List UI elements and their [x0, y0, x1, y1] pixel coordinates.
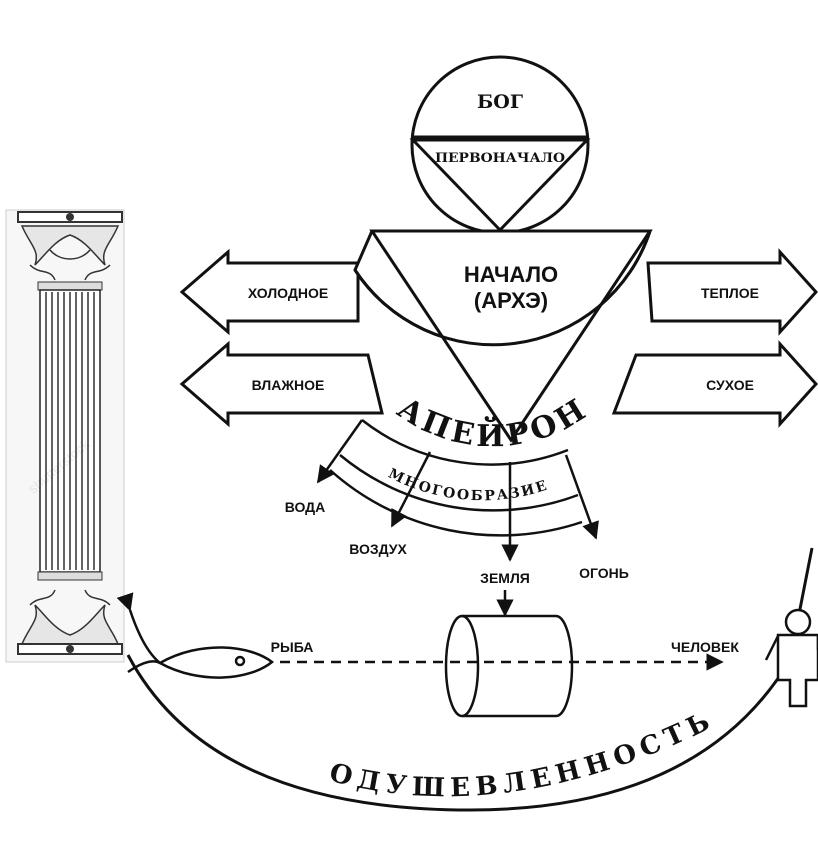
greek-column-illustration [5, 209, 125, 663]
apeiron-shape [353, 229, 653, 443]
cylinder-shape [444, 614, 574, 718]
arrow-dry [611, 340, 818, 428]
warm-label: ТЕПЛОЕ [701, 285, 759, 301]
god-circle [409, 55, 591, 235]
diversity-band [329, 419, 583, 537]
earth-label: ЗЕМЛЯ [480, 570, 530, 586]
arrow-to-air [390, 451, 432, 528]
arrow-to-fire [564, 454, 599, 540]
arrow-warm [646, 248, 818, 336]
fire-label: ОГОНЬ [579, 565, 629, 581]
arrow-cold [179, 248, 360, 336]
beginning-label-line2: (АРХЭ) [474, 288, 548, 313]
arrow-to-water [316, 419, 364, 484]
beginning-label-line1: НАЧАЛО [464, 262, 558, 287]
human-label: ЧЕЛОВЕК [671, 639, 739, 655]
wet-label: ВЛАЖНОЕ [252, 377, 325, 393]
first-principle-label: ПЕРВОНАЧАЛО [435, 151, 565, 166]
cold-label: ХОЛОДНОЕ [248, 285, 328, 301]
fish-icon [116, 592, 275, 679]
animation-arc [126, 547, 814, 812]
element-arrows [316, 419, 599, 562]
air-label: ВОЗДУХ [349, 541, 407, 557]
human-icon [764, 608, 818, 708]
god-label: БОГ [477, 91, 523, 113]
water-label: ВОДА [285, 499, 326, 515]
arrow-wet [179, 340, 384, 428]
dry-label: СУХОЕ [706, 377, 754, 393]
fish-label: РЫБА [271, 639, 314, 655]
